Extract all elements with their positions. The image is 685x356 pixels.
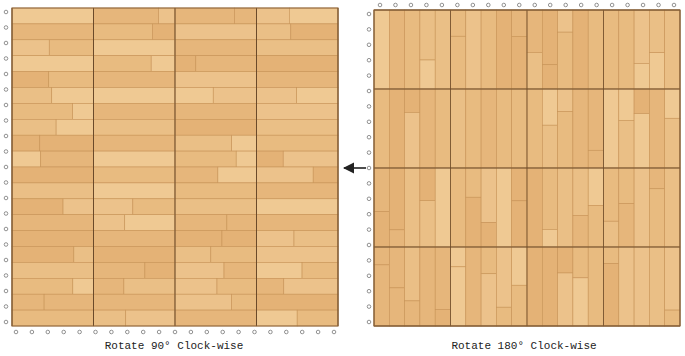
arrow-connector bbox=[344, 167, 366, 169]
tile-panel: Rotate 90° Clock-wise bbox=[4, 4, 344, 354]
caption-text: Rotate 90° Clock-wise bbox=[103, 340, 246, 352]
panel-caption: Rotate 90° Clock-wise bbox=[4, 340, 344, 352]
vertical-plank-tiles bbox=[374, 10, 680, 326]
panel-caption: Rotate 180° Clock-wise bbox=[366, 340, 682, 352]
edge-dots bbox=[4, 3, 676, 334]
tile-panel: Rotate 180° Clock-wise bbox=[366, 2, 682, 354]
horizontal-plank-tiles bbox=[12, 8, 338, 326]
caption-text: Rotate 180° Clock-wise bbox=[449, 340, 598, 352]
